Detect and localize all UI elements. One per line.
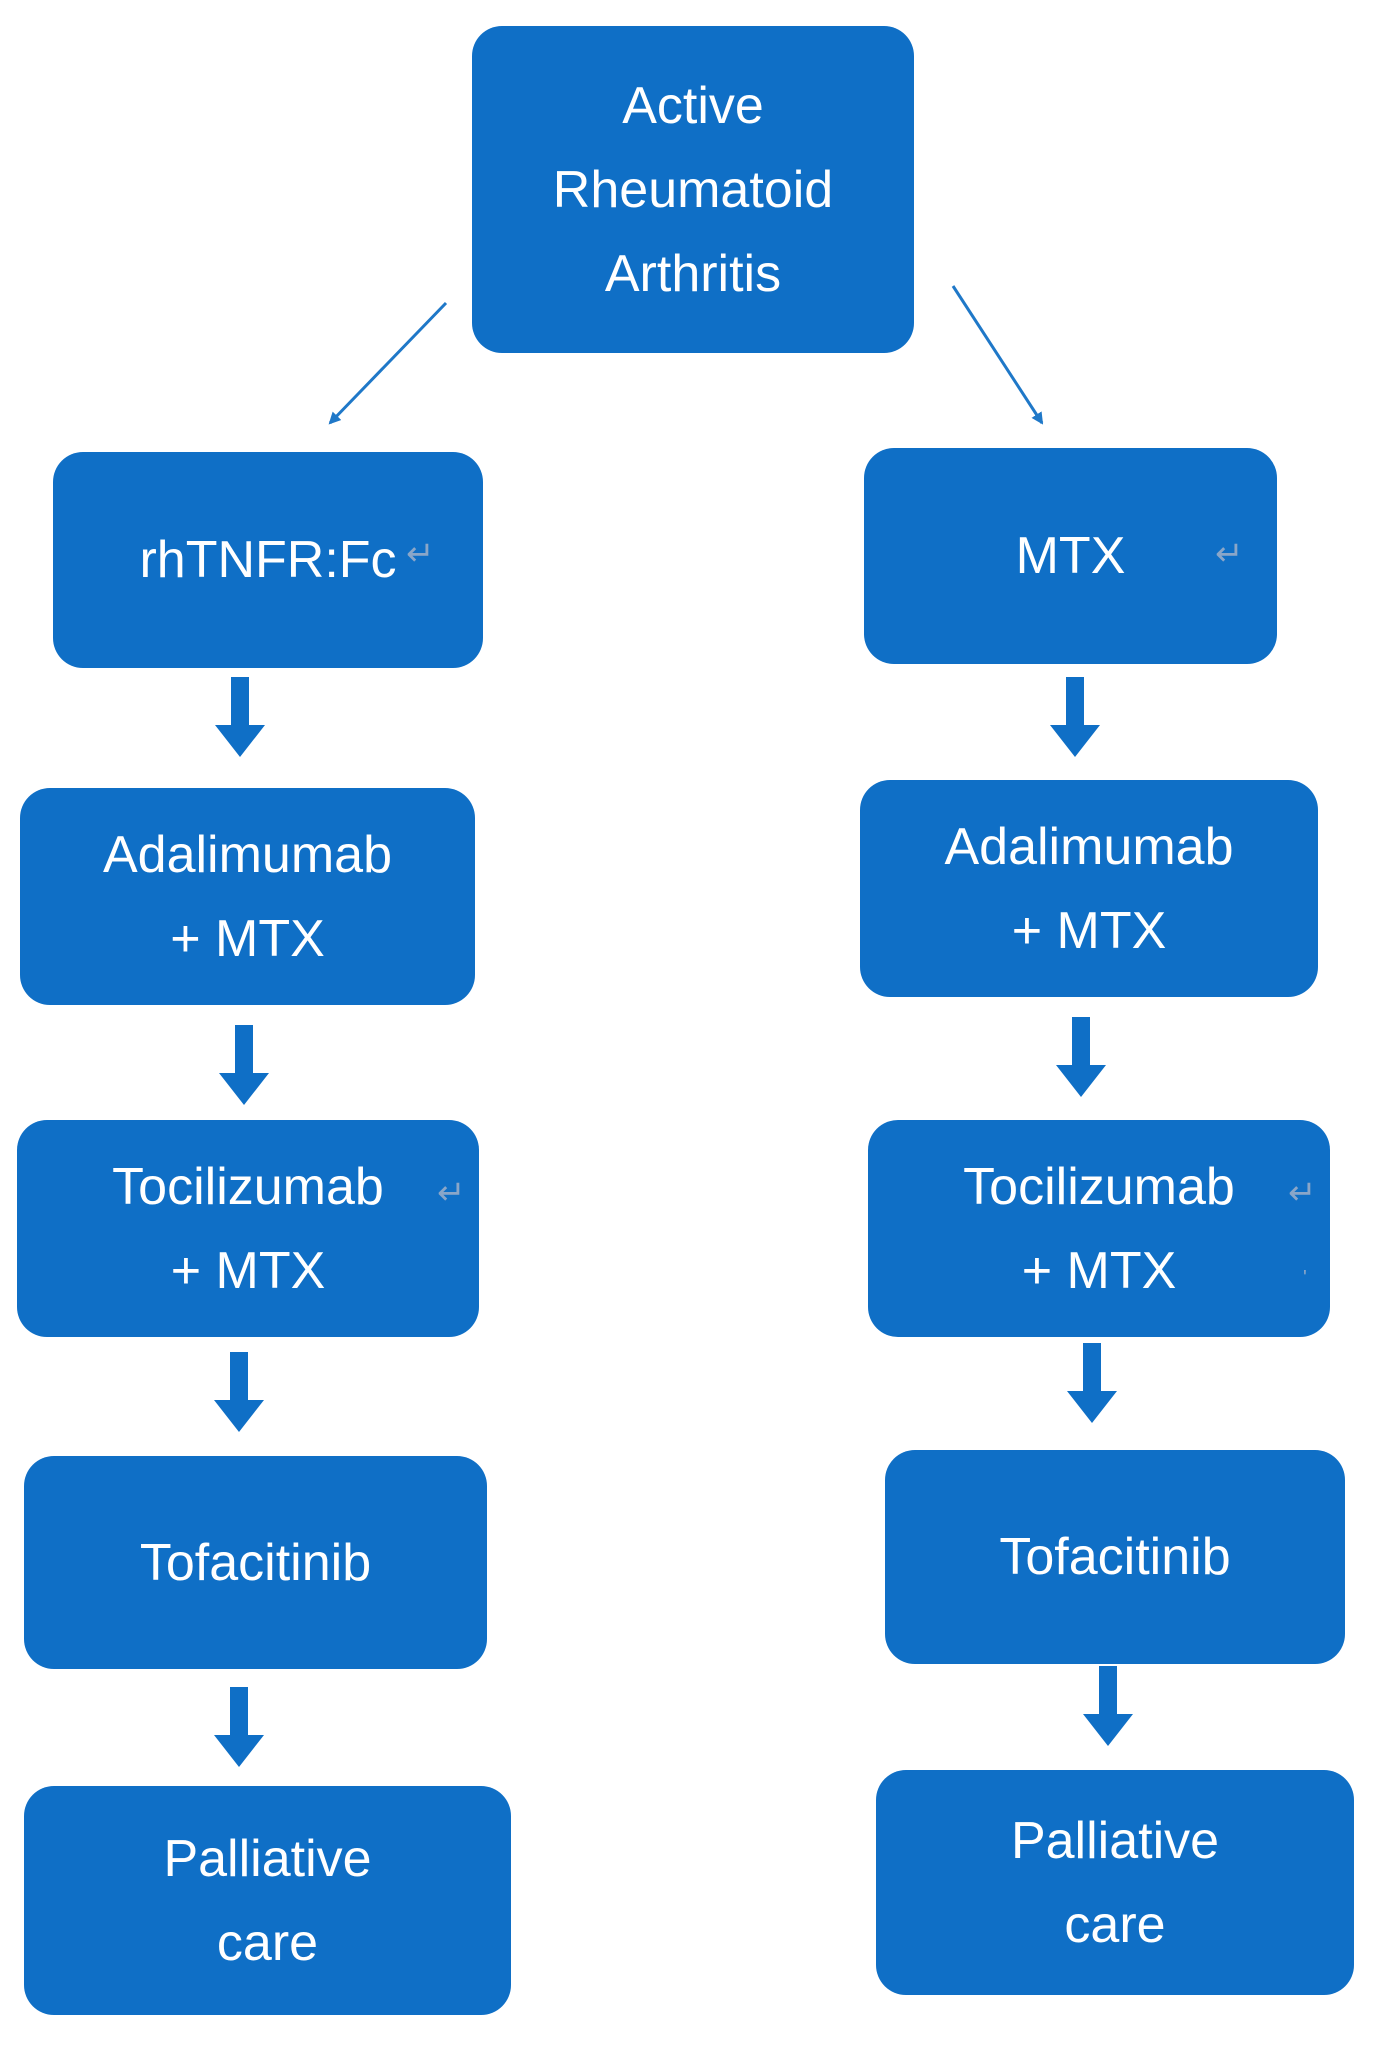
right-step-adalimumab-mtx: Adalimumab + MTX <box>860 780 1318 997</box>
return-mark-icon: ↵ <box>1215 535 1244 573</box>
right-step-tofacitinib: Tofacitinib <box>885 1450 1345 1664</box>
arrow-root-to-right <box>951 285 1044 425</box>
left-step-tofacitinib: Tofacitinib <box>24 1456 487 1669</box>
left-step-2-line-1: Adalimumab <box>102 825 393 884</box>
right-step-5-line-1: Palliative <box>1010 1811 1220 1870</box>
right-step-tocilizumab-mtx: Tocilizumab + MTX <box>868 1120 1330 1337</box>
root-line-1: Active <box>622 76 764 135</box>
right-step-5-line-2: care <box>1064 1895 1166 1954</box>
left-step-3-line-1: Tocilizumab <box>112 1157 384 1216</box>
return-mark-icon: ↵ <box>437 1174 466 1212</box>
left-step-5-line-2: care <box>216 1913 319 1972</box>
right-step-3-line-1: Tocilizumab <box>963 1157 1235 1216</box>
left-step-1-line-1: rhTNFR:Fc <box>139 531 397 589</box>
root-node-active-rheumatoid-arthritis: Active Rheumatoid Arthritis <box>472 26 914 353</box>
right-step-1-line-1: MTX <box>1015 527 1126 585</box>
stray-mark-icon: ' <box>1303 1267 1307 1289</box>
left-step-adalimumab-mtx: Adalimumab + MTX <box>20 788 475 1005</box>
right-step-3-line-2: + MTX <box>1021 1241 1177 1300</box>
arrow-right-2-to-3 <box>1056 1017 1106 1097</box>
right-step-mtx: MTX <box>864 448 1277 664</box>
arrow-left-4-to-5 <box>214 1687 264 1767</box>
root-line-2: Rheumatoid <box>552 160 834 219</box>
arrow-right-3-to-4 <box>1067 1343 1117 1423</box>
return-mark-icon: ↵ <box>1288 1174 1317 1212</box>
left-step-palliative-care: Palliative care <box>24 1786 511 2015</box>
left-step-5-line-1: Palliative <box>163 1829 372 1888</box>
left-step-3-line-2: + MTX <box>170 1241 326 1300</box>
right-step-palliative-care: Palliative care <box>876 1770 1354 1995</box>
right-step-4-line-1: Tofacitinib <box>999 1528 1231 1586</box>
arrow-right-4-to-5 <box>1083 1666 1133 1746</box>
right-step-2-line-1: Adalimumab <box>944 817 1234 876</box>
left-step-tocilizumab-mtx: Tocilizumab + MTX <box>17 1120 479 1337</box>
arrow-right-1-to-2 <box>1050 677 1100 757</box>
arrow-left-2-to-3 <box>219 1025 269 1105</box>
right-step-2-line-2: + MTX <box>1011 901 1167 960</box>
return-mark-icon: ↵ <box>406 535 435 573</box>
left-step-rhtnfr-fc: rhTNFR:Fc <box>53 452 483 668</box>
left-step-4-line-1: Tofacitinib <box>139 1533 372 1592</box>
root-line-3: Arthritis <box>604 244 782 303</box>
left-step-2-line-2: + MTX <box>170 909 325 968</box>
arrow-left-3-to-4 <box>214 1352 264 1432</box>
arrow-left-1-to-2 <box>215 677 265 757</box>
arrow-root-to-left <box>328 301 448 425</box>
